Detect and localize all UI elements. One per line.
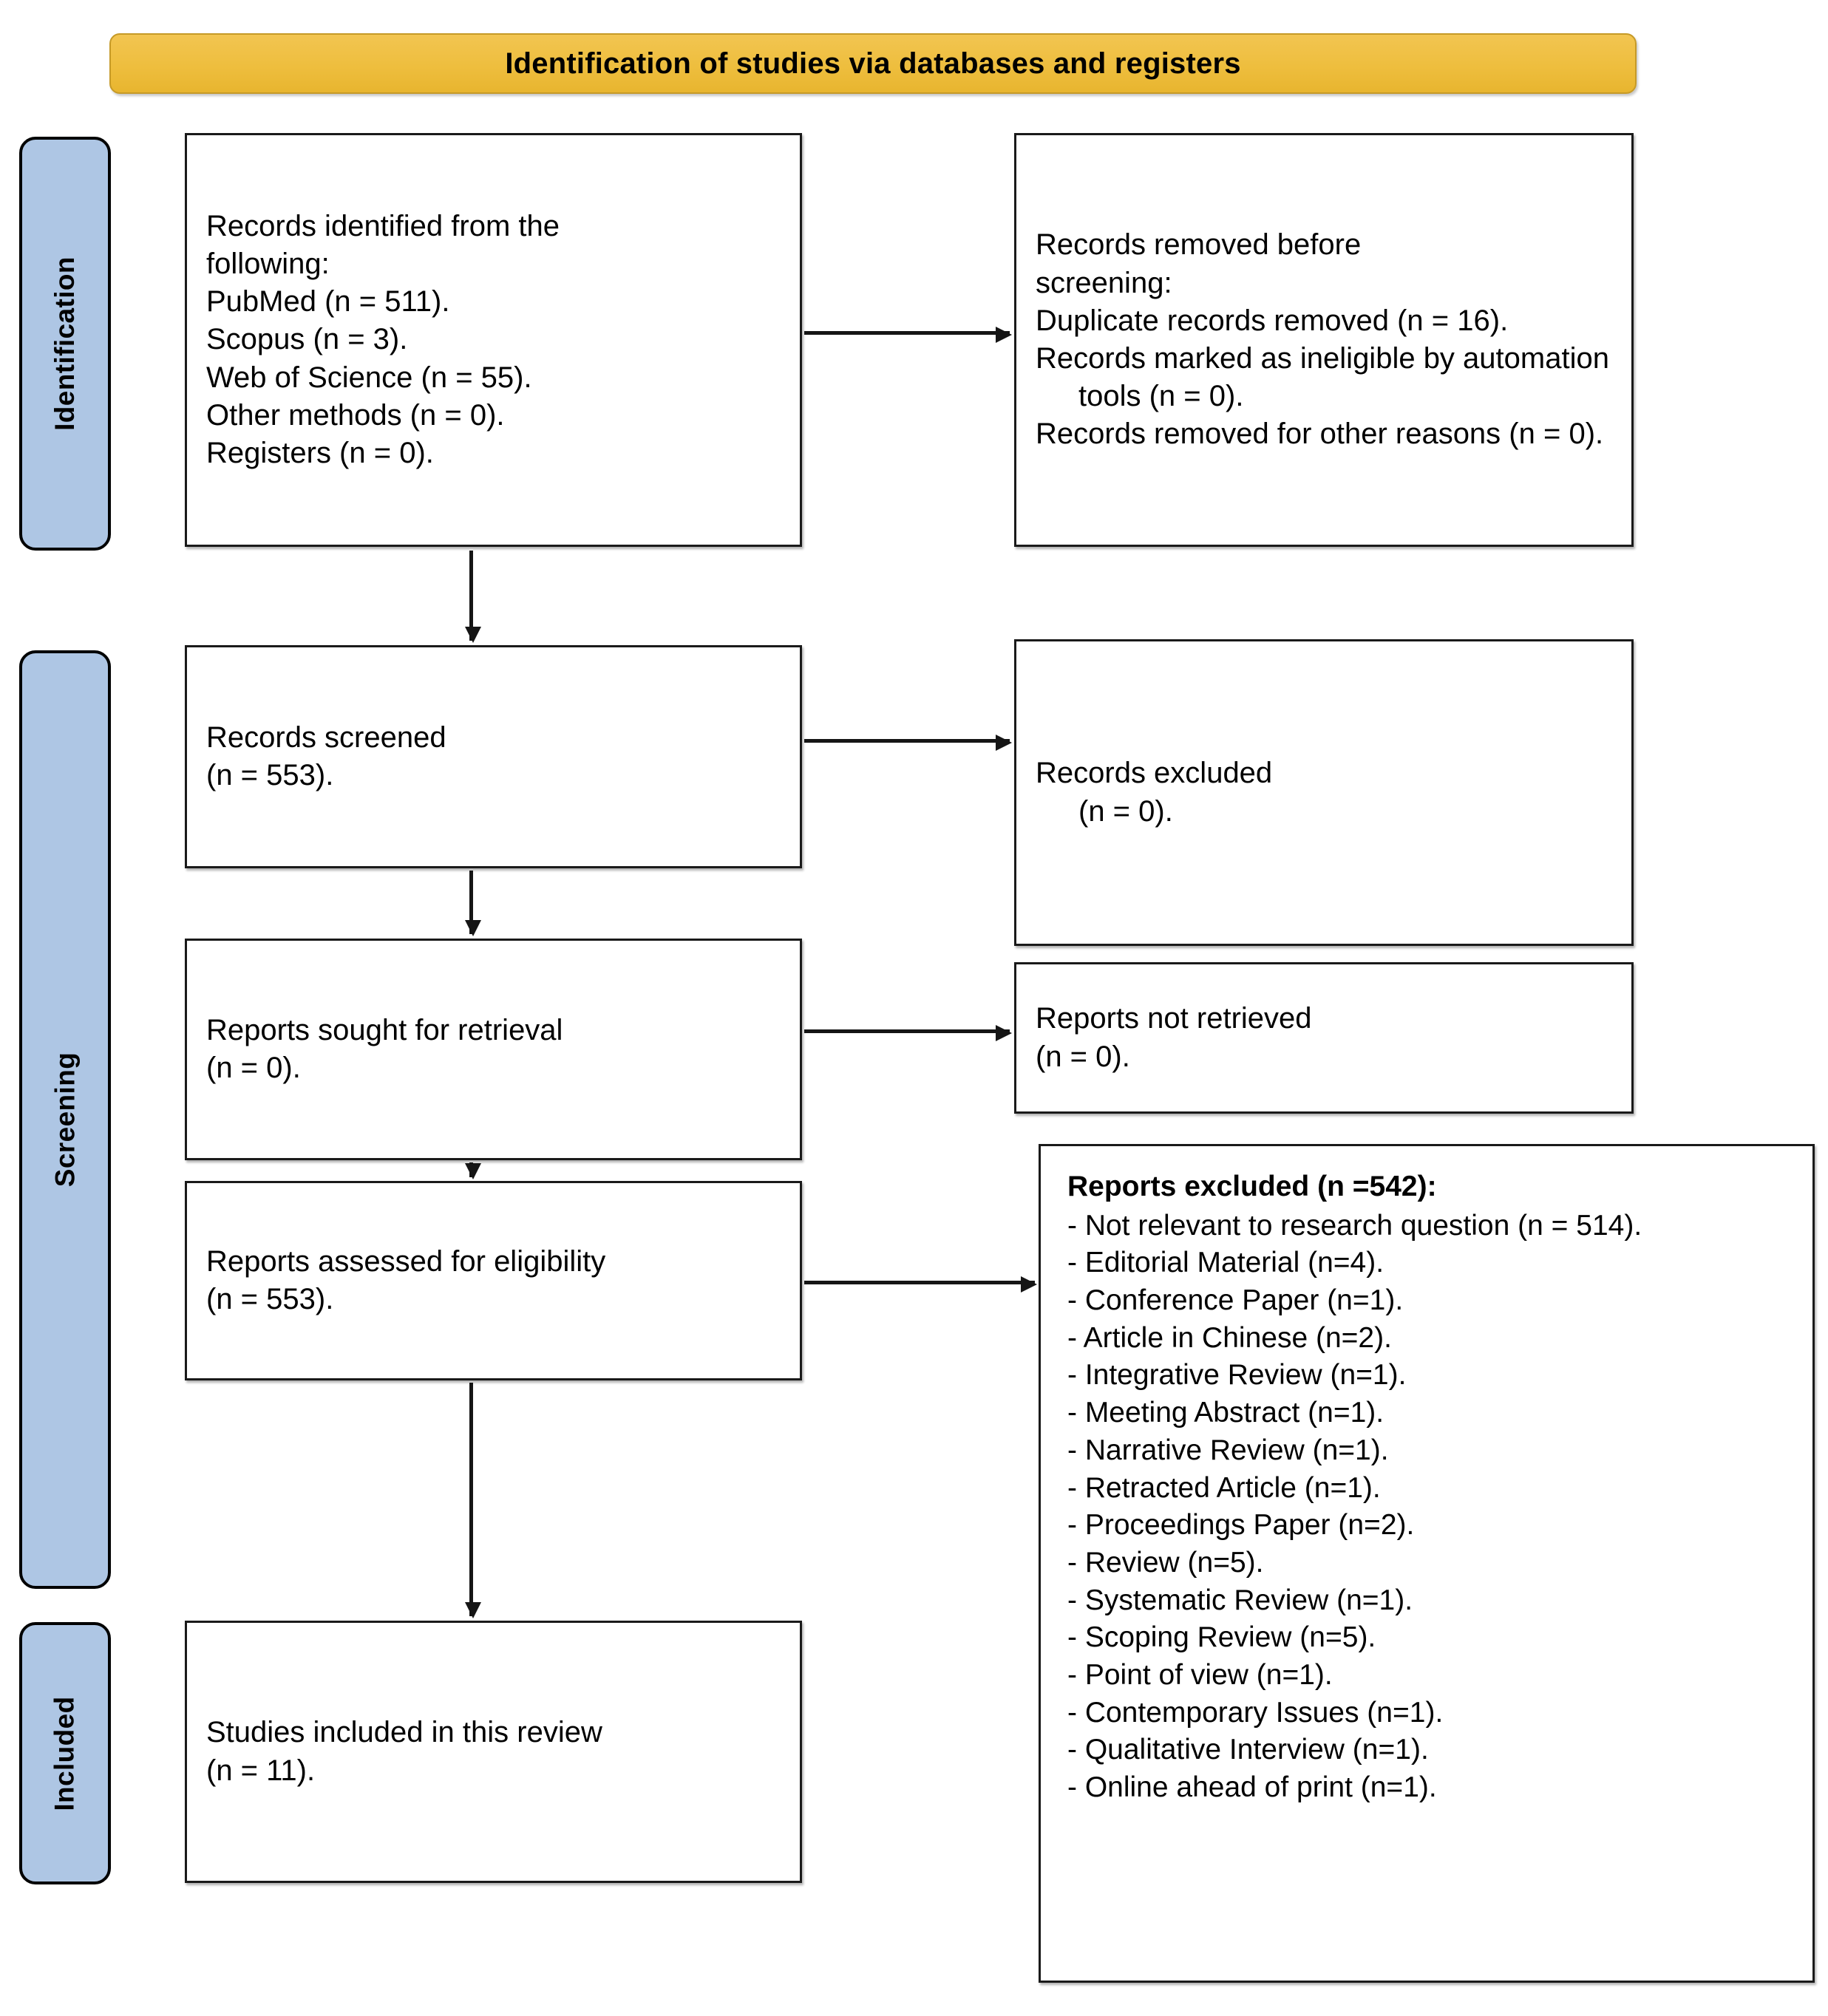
records-identified-registers: Registers (n = 0). (206, 436, 434, 469)
records-removed-heading-line-1: Records removed before (1036, 226, 1612, 264)
records-removed-heading-colon: : (1163, 266, 1172, 299)
reports-excluded-reason: - Point of view (n=1). (1067, 1658, 1333, 1691)
box-reports-assessed-for-eligibility: Reports assessed for eligibility (n = 55… (185, 1181, 802, 1380)
reports-excluded-reason: - Integrative Review (n=1). (1067, 1359, 1407, 1392)
box-reports-not-retrieved: Reports not retrieved (n = 0). (1014, 962, 1634, 1114)
arrow-screened-to-excluded (804, 735, 1012, 751)
records-removed-ineligible-automation: Records marked as ineligible by automati… (1036, 342, 1609, 413)
records-removed-heading-text: Records removed (1036, 228, 1277, 262)
reports-excluded-reason: - Systematic Review (n=1). (1067, 1584, 1413, 1616)
reports-excluded-reason: - Not relevant to research question (n =… (1067, 1209, 1642, 1242)
reports-excluded-reason: - Article in Chinese (n=2). (1067, 1321, 1392, 1354)
reports-not-retrieved-label: Reports not retrieved (1036, 1002, 1312, 1035)
studies-included-label: Studies included in this review (206, 1716, 602, 1749)
box-records-excluded: Records excluded (n = 0). (1014, 639, 1634, 946)
reports-excluded-heading: Reports excluded (n =542): (1067, 1171, 1437, 1202)
reports-excluded-reason-list: - Not relevant to research question (n =… (1067, 1208, 1790, 1807)
records-excluded-count: (n = 0). (1078, 794, 1173, 828)
records-removed-other-reasons: Records removed for other reasons (n = 0… (1036, 418, 1604, 451)
reports-excluded-reason: - Qualitative Interview (n=1). (1067, 1734, 1429, 1766)
reports-excluded-reason: - Retracted Article (n=1). (1067, 1471, 1381, 1504)
reports-excluded-reason: - Narrative Review (n=1). (1067, 1434, 1389, 1466)
arrow-sought-to-assessed (465, 1162, 481, 1179)
records-excluded-label: Records excluded (1036, 757, 1273, 790)
box-studies-included: Studies included in this review (n = 11)… (185, 1621, 802, 1883)
records-removed-heading-italic-before: before (1277, 228, 1362, 262)
page-title: Identification of studies via databases … (505, 47, 1241, 80)
arrow-identified-to-removed (804, 327, 1012, 343)
stage-tab-label-identification: Identification (50, 256, 81, 431)
studies-included-count: (n = 11). (206, 1754, 316, 1787)
box-reports-sought-for-retrieval: Reports sought for retrieval (n = 0). (185, 939, 802, 1160)
stage-tab-included: Included (19, 1622, 111, 1884)
records-identified-line-2: following: (206, 248, 330, 281)
arrow-assessed-to-reports-excluded (804, 1276, 1037, 1293)
reports-assessed-label: Reports assessed for eligibility (206, 1244, 606, 1278)
records-screened-label: Records screened (206, 721, 446, 754)
reports-excluded-reason: - Review (n=5). (1067, 1546, 1264, 1579)
arrow-identified-to-screened (465, 551, 481, 643)
reports-excluded-reason: - Editorial Material (n=4). (1067, 1247, 1384, 1279)
stage-tab-label-screening: Screening (50, 1052, 80, 1188)
box-records-removed-before-screening: Records removed before screening: Duplic… (1014, 133, 1634, 547)
records-identified-line-1: Records identified from the (206, 209, 560, 242)
reports-excluded-reason: - Online ahead of print (n=1). (1067, 1771, 1437, 1803)
reports-excluded-reason: - Contemporary Issues (n=1). (1067, 1696, 1444, 1729)
stage-tab-screening: Screening (19, 650, 111, 1589)
diagram-header-banner: Identification of studies via databases … (109, 33, 1637, 94)
records-removed-heading-italic-screening: screening (1036, 266, 1164, 299)
records-identified-pubmed: PubMed (n = 511). (206, 285, 450, 319)
stage-tab-identification: Identification (19, 137, 111, 551)
reports-sought-count: (n = 0). (206, 1052, 301, 1084)
reports-not-retrieved-count: (n = 0). (1036, 1040, 1130, 1073)
box-records-screened: Records screened (n = 553). (185, 645, 802, 868)
box-reports-excluded-reasons: Reports excluded (n =542): - Not relevan… (1039, 1144, 1815, 1983)
records-identified-web-of-science: Web of Science (n = 55). (206, 361, 532, 394)
records-removed-heading-line-2: screening: (1036, 265, 1612, 302)
records-identified-other-methods: Other methods (n = 0). (206, 398, 505, 432)
reports-sought-label: Reports sought for retrieval (206, 1013, 563, 1046)
records-removed-duplicates: Duplicate records removed (n = 16). (1036, 304, 1509, 337)
records-screened-count: (n = 553). (206, 759, 334, 791)
reports-excluded-reason: - Proceedings Paper (n=2). (1067, 1509, 1415, 1542)
reports-excluded-reason: - Scoping Review (n=5). (1067, 1621, 1376, 1654)
reports-excluded-reason: - Conference Paper (n=1). (1067, 1284, 1404, 1317)
records-identified-scopus: Scopus (n = 3). (206, 323, 408, 356)
arrow-sought-to-not-retrieved (804, 1025, 1012, 1041)
arrow-screened-to-sought (465, 871, 481, 936)
arrow-assessed-to-included (465, 1383, 481, 1618)
stage-tab-label-included: Included (50, 1695, 81, 1811)
reports-excluded-reason: - Meeting Abstract (n=1). (1067, 1397, 1384, 1429)
reports-assessed-count: (n = 553). (206, 1283, 334, 1315)
box-records-identified: Records identified from the following: P… (185, 133, 802, 547)
